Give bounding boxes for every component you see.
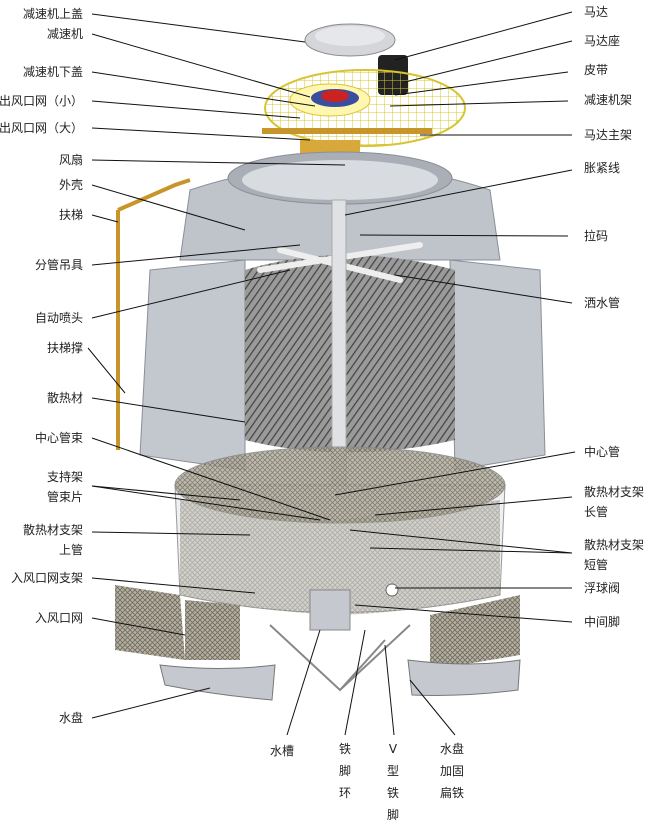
- label-short-pipe: 短管: [584, 558, 609, 572]
- label-water-tank: 水槽: [270, 744, 295, 758]
- label-long-pipe: 长管: [584, 505, 609, 519]
- inlet-mesh-right: [430, 595, 520, 670]
- label-outlet-mesh-large: 出风口网（大）: [0, 121, 83, 135]
- label-center-pipe: 中心管: [584, 445, 621, 459]
- label-sprinkler-pipe: 洒水管: [584, 296, 621, 310]
- fan-blades: [300, 140, 360, 154]
- label-upper-pipe: 上管: [58, 543, 83, 557]
- basin: [174, 446, 506, 615]
- reducer-top-cover: [304, 23, 396, 57]
- water-pan-right: [407, 659, 521, 696]
- float-valve: [385, 583, 399, 597]
- label-iron-leg-ring: 铁脚环: [338, 742, 351, 800]
- inlet-mesh-left: [115, 585, 185, 660]
- v-legs: [269, 624, 411, 692]
- label-motor-seat: 马达座: [584, 34, 621, 48]
- label-tension-wire: 胀紧线: [584, 161, 621, 175]
- fill-media: [245, 255, 455, 453]
- ladder: [116, 178, 191, 450]
- label-v-iron-leg: V型铁脚: [386, 742, 399, 822]
- inlet-mesh-left2: [185, 600, 240, 660]
- reducer-fan-hub: [311, 89, 359, 107]
- label-reducer: 减速机: [46, 27, 83, 41]
- label-pan-reinforcing-bar: 水盘加固扁铁: [440, 742, 465, 800]
- leader-lines: [87, 11, 576, 736]
- label-clamp: 拉码: [584, 229, 609, 243]
- label-fill-media: 散热材: [46, 391, 83, 405]
- water-pan-left: [159, 664, 276, 701]
- label-fill-support-long: 散热材支架: [584, 485, 645, 499]
- label-bundle-plate: 管束片: [46, 490, 83, 504]
- label-fill-support-short: 散热材支架: [584, 538, 645, 552]
- label-motor: 马达: [584, 5, 609, 19]
- label-branch-hanger: 分管吊具: [34, 258, 83, 272]
- label-outlet-mesh-small: 出风口网（小）: [0, 94, 83, 108]
- water-tank: [309, 589, 351, 631]
- label-ladder: 扶梯: [58, 208, 83, 222]
- motor-frame: [262, 128, 432, 134]
- label-motor-main-frame: 马达主架: [584, 128, 633, 142]
- label-water-pan: 水盘: [58, 711, 83, 725]
- label-inlet-mesh: 入风口网: [34, 611, 83, 625]
- label-fan: 风扇: [58, 153, 83, 167]
- label-center-pipe-bundle: 中心管束: [34, 431, 83, 445]
- label-reducer-bottom-cover: 减速机下盖: [22, 65, 83, 79]
- label-ladder-brace: 扶梯撑: [46, 341, 83, 355]
- label-fill-support: 散热材支架: [22, 523, 83, 537]
- label-inlet-mesh-bracket: 入风口网支架: [10, 571, 83, 585]
- label-belt: 皮带: [584, 63, 609, 77]
- label-reducer-top-cover: 减速机上盖: [22, 7, 83, 21]
- label-float-valve: 浮球阀: [584, 581, 621, 595]
- label-middle-leg: 中间脚: [584, 615, 621, 629]
- label-support-frame: 支持架: [46, 470, 83, 484]
- label-auto-nozzle: 自动喷头: [34, 311, 83, 325]
- label-reducer-frame: 减速机架: [584, 93, 633, 107]
- label-shell: 外壳: [58, 178, 83, 192]
